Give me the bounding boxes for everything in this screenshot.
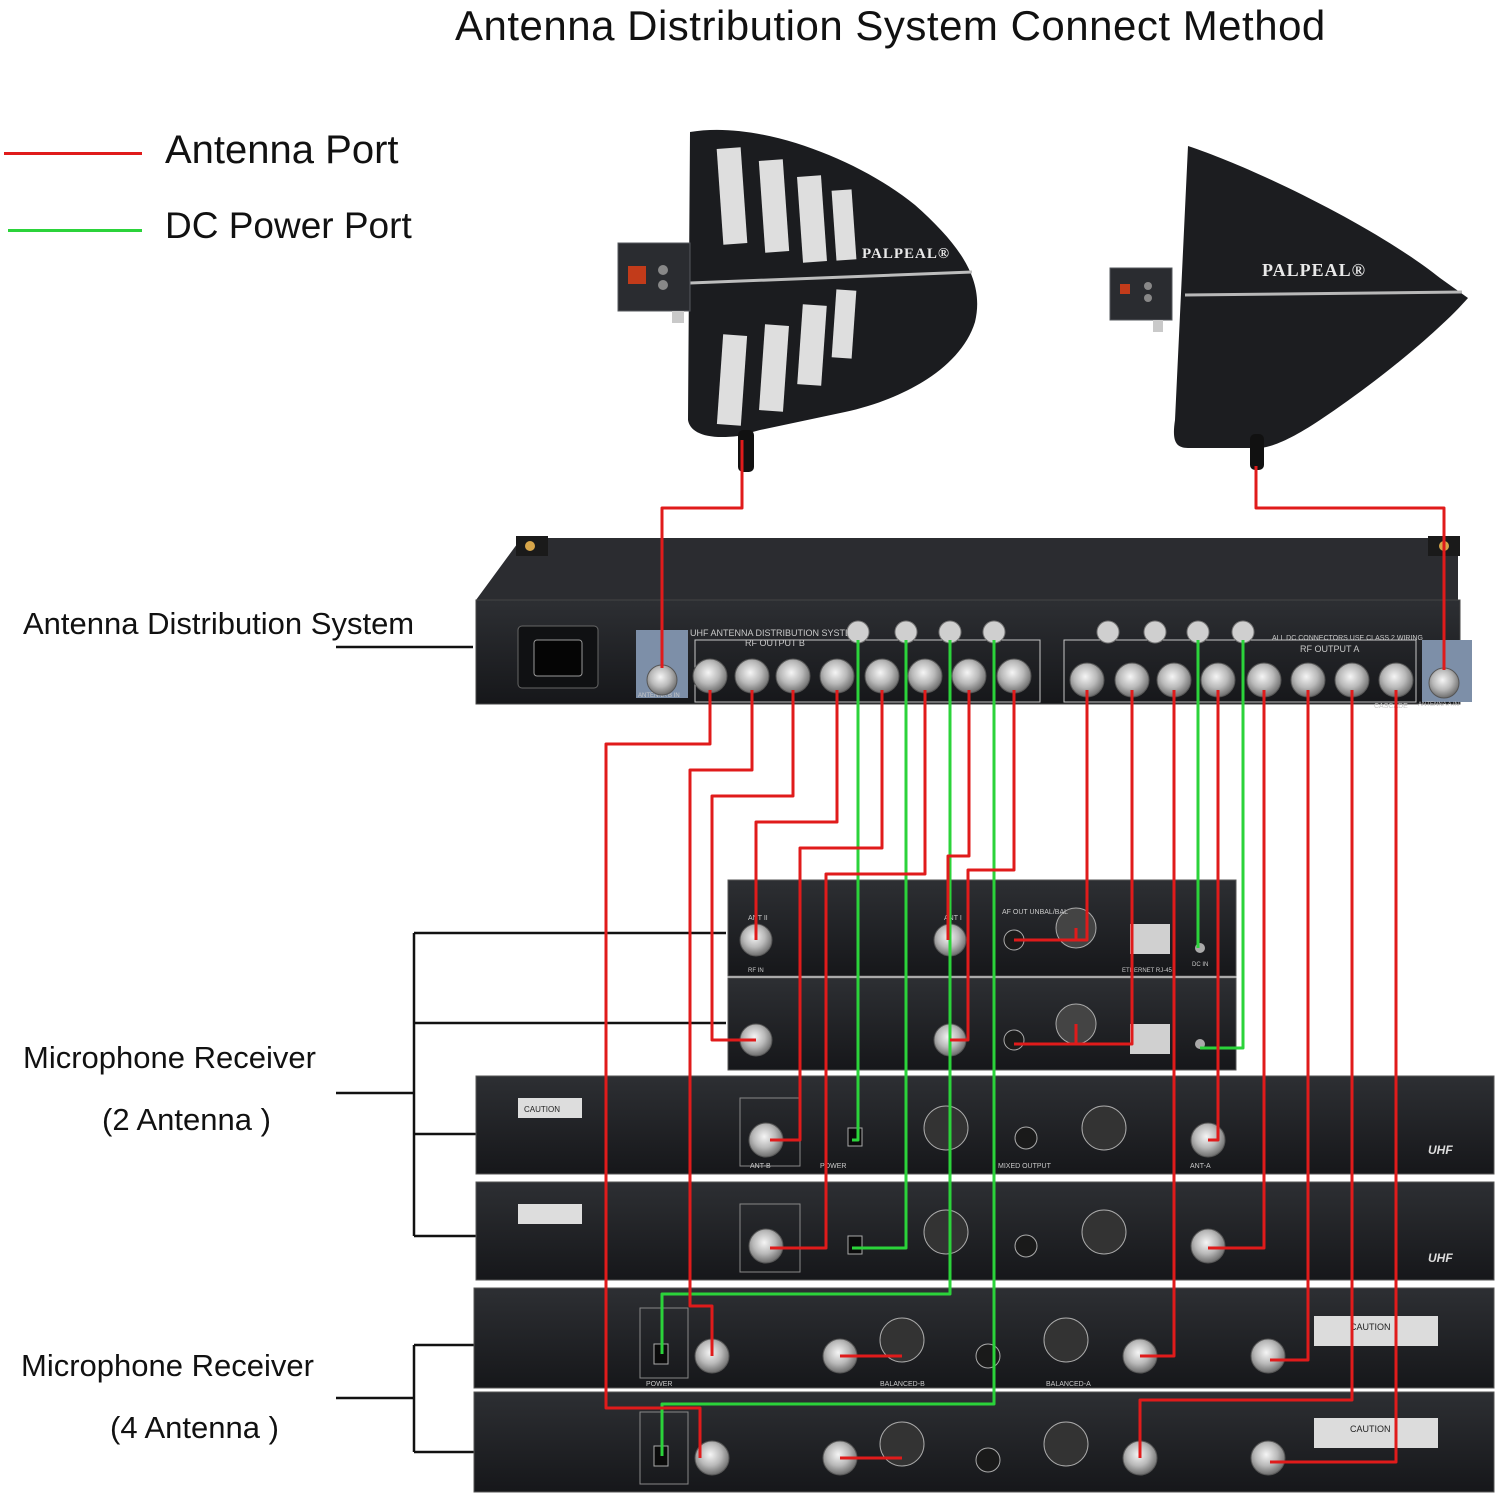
rx-large-balanced-a: BALANCED-A [1046,1381,1091,1388]
receiver-medium-2: UHF [475,1181,1495,1281]
mic4-label-line1: Microphone Receiver [21,1348,314,1383]
rx-small-ant1: ANT I [944,915,962,922]
label-leader-lines [336,645,726,1454]
page-title: Antenna Distribution System Connect Meth… [455,2,1326,49]
ads-rf-connectors [646,658,1460,699]
antenna-left: PALPEAL® [617,129,978,472]
receiver-small-2 [727,977,1237,1071]
ads-ant-a: ANTENNA A IN [1418,702,1459,708]
rx-medium-mixed: MIXED OUTPUT [998,1163,1052,1170]
ads-label: Antenna Distribution System [23,606,415,641]
receiver-medium-1: CAUTION ANT-B POWER MIXED OUTPUT ANT-A U… [475,1075,1495,1175]
svg-text:CAUTION: CAUTION [1350,1424,1391,1434]
rx-small-ethernet: ETHERNET RJ-45 [1122,968,1173,974]
ads-cascade: CASCADE [1374,703,1408,710]
rx-medium-anta: ANT-A [1190,1163,1211,1170]
legend-dc-line [8,229,142,232]
rx-large-balanced-b: BALANCED-B [880,1381,925,1388]
legend-antenna-label: Antenna Port [165,128,399,172]
receiver-large-1: CAUTION POWER BALANCED-B BALANCED-A [473,1287,1495,1389]
antenna-left-brand: PALPEAL® [862,246,950,262]
mic4-label-line2: (4 Antenna ) [110,1410,279,1445]
rx-medium-power: POWER [820,1163,846,1170]
rx-medium-uhf: UHF [1428,1143,1453,1157]
antenna-right-brand: PALPEAL® [1262,260,1366,280]
rx-medium-caution: CAUTION [524,1105,560,1114]
legend-antenna-line [4,152,142,155]
mic2-label-line2: (2 Antenna ) [102,1102,271,1137]
rx-large-power: POWER [646,1381,672,1388]
rx-small-ant2: ANT II [748,915,768,922]
rx-small-rfin: RF IN [748,968,764,974]
ads-ant-b: ANTENNA B IN [638,693,680,699]
rx-large-caution: CAUTION [1350,1322,1391,1332]
antenna-right: PALPEAL® [1109,146,1468,470]
legend-dc-label: DC Power Port [165,205,412,246]
antenna-port-wires [604,440,1446,1464]
rx-small-dc: DC IN [1192,962,1208,968]
receiver-small-1: ANT II ANT I AF OUT UNBAL/BAL ETHERNET R… [727,879,1237,977]
rx-medium-antb: ANT-B [750,1163,771,1170]
ads-note: ALL DC CONNECTORS USE CLASS 2 WIRING [1272,635,1423,642]
ads-panel-title: UHF ANTENNA DISTRIBUTION SYSTEM [690,628,859,638]
antenna-distribution-unit: UHF ANTENNA DISTRIBUTION SYSTEM RF OUTPU… [475,536,1472,710]
dc-power-wires [660,640,1245,1456]
svg-text:UHF: UHF [1428,1251,1453,1265]
mic2-label-line1: Microphone Receiver [23,1040,316,1075]
rx-small-afout: AF OUT UNBAL/BAL [1002,909,1068,916]
ads-output-b: RF OUTPUT B [745,638,805,648]
ads-output-a: RF OUTPUT A [1300,644,1359,654]
